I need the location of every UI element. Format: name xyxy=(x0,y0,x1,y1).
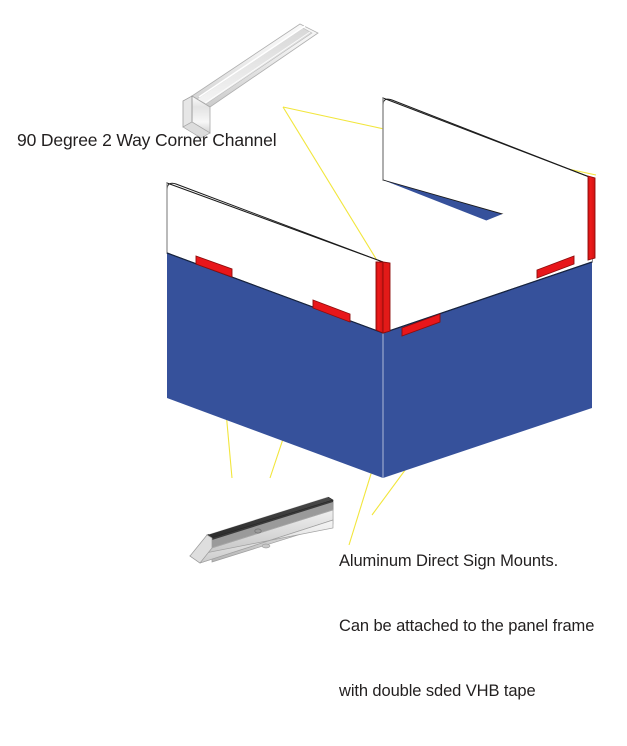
right-wall-inner-band xyxy=(383,178,592,333)
sign-mount-rail-part-image xyxy=(189,495,334,564)
edge-mount-right-outer xyxy=(536,255,575,279)
diagram-canvas: 90 Degree 2 Way Corner Channel Aluminum … xyxy=(17,23,597,700)
corner-channel-right-installed xyxy=(587,175,596,261)
channel-highlight xyxy=(198,25,306,98)
edge-mount-right-inner xyxy=(401,313,441,337)
sign-panel-box xyxy=(166,97,596,478)
channel-highlight-secondary xyxy=(204,31,311,104)
corner-channel-callout-label: 90 Degree 2 Way Corner Channel xyxy=(17,130,277,150)
rail-end-cap xyxy=(189,534,213,564)
exterior-panel-left xyxy=(167,253,383,478)
sign-mounts-label-line-1: Aluminum Direct Sign Mounts. xyxy=(339,551,559,570)
leader-channel-to-front-corner xyxy=(282,106,379,263)
edge-mount-left-inner xyxy=(312,299,351,323)
edge-mount-left-outer xyxy=(195,255,233,278)
front-corner-channel-left-facet xyxy=(375,261,384,334)
sign-mounts-callout-label: Aluminum Direct Sign Mounts. Can be atta… xyxy=(339,507,594,746)
channel-foot xyxy=(182,121,211,139)
assembly-illustration xyxy=(166,23,597,564)
rail-top-highlight xyxy=(208,495,331,535)
sign-mounts-label-line-2: Can be attached to the panel frame xyxy=(339,616,595,635)
edge-mounts xyxy=(195,255,575,337)
rail-screw-hole-1 xyxy=(254,528,262,534)
channel-inner-trough xyxy=(196,27,313,105)
sign-mounts-label-line-3: with double sded VHB tape xyxy=(339,682,536,701)
rail-screw-hole-2 xyxy=(261,543,271,549)
corner-channel-front-installed xyxy=(375,261,391,334)
corner-channel-part-image xyxy=(182,23,319,139)
right-corner-channel-facet xyxy=(587,175,596,261)
rail-web-highlight xyxy=(212,502,333,550)
front-corner-channel-right-facet xyxy=(382,261,391,334)
